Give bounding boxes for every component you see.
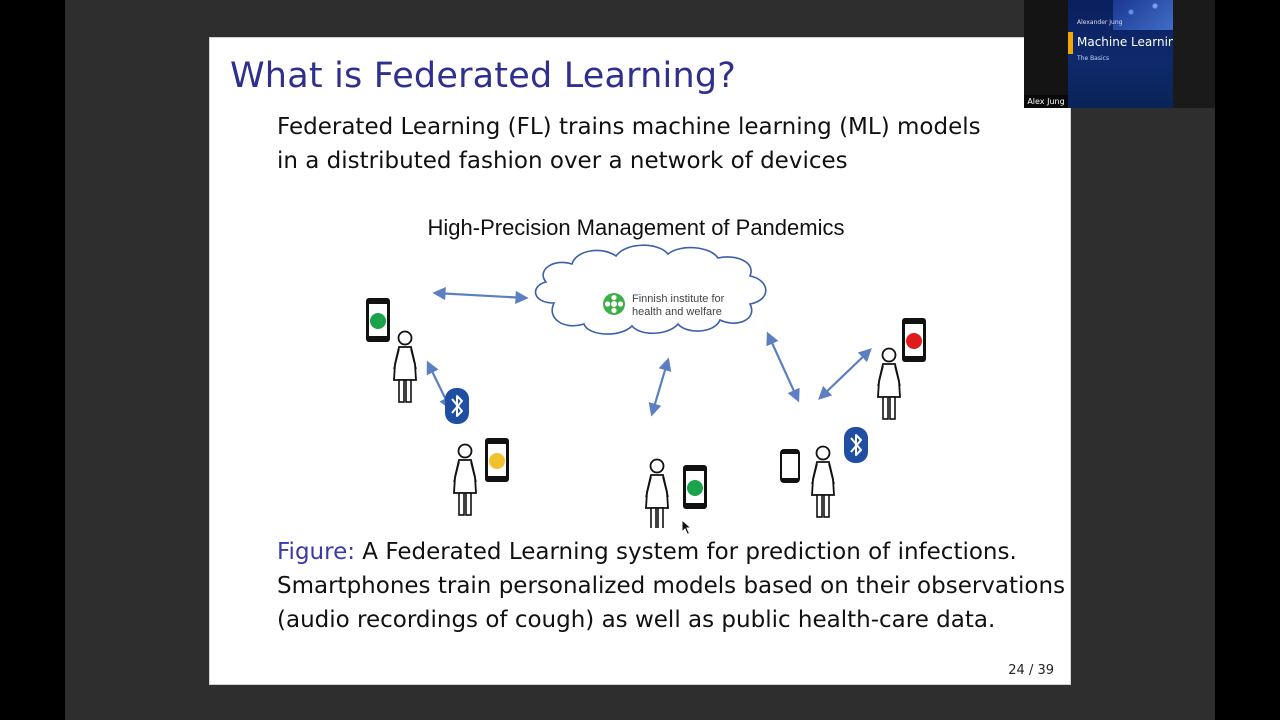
- book-subtitle: The Basics: [1077, 55, 1110, 62]
- book-cover-tile[interactable]: Alexander Jung Machine Learning The Basi…: [1068, 0, 1173, 108]
- org-name-line-2: health and welfare: [632, 306, 722, 318]
- link-bottom-cloud: [648, 357, 672, 417]
- mouse-cursor-icon: [681, 519, 693, 536]
- caption-line-2: Smartphones train personalized models ba…: [277, 573, 1066, 599]
- person-bottom-left: [453, 443, 477, 516]
- phone-red: [902, 318, 926, 362]
- caption-line-3: (audio recordings of cough) as well as p…: [277, 607, 996, 633]
- book-accent-bar: [1068, 32, 1073, 54]
- slide-title: What is Federated Learning?: [230, 56, 737, 96]
- figure-caption: Figure: A Federated Learning system for …: [277, 535, 1065, 637]
- webcam-tile-right[interactable]: [1173, 0, 1215, 108]
- figure-label: Figure:: [277, 539, 355, 565]
- figure-title: High-Precision Management of Pandemics: [428, 215, 845, 240]
- phone-yellow: [485, 438, 509, 482]
- link-right-cloud: [766, 331, 800, 403]
- cloud-server: [534, 244, 767, 335]
- person-top-left: [393, 330, 417, 403]
- intro-text: Federated Learning (FL) trains machine l…: [277, 110, 981, 178]
- webcam-name-label: Alex Jung: [1024, 95, 1068, 108]
- book-title: Machine Learning: [1077, 35, 1173, 49]
- phone-green-center: [683, 465, 707, 509]
- federated-learning-figure: High-Precision Management of Pandemics F…: [366, 215, 926, 528]
- person-bottom-center: [645, 458, 669, 528]
- slide-number: 24 / 39: [1008, 663, 1054, 678]
- org-name: Finnish institute for health and welfare: [632, 293, 727, 318]
- link-top-left-cloud: [432, 286, 529, 305]
- webcam-tile[interactable]: [1024, 0, 1068, 108]
- link-right-bluetooth: [818, 348, 872, 400]
- presentation-slide: What is Federated Learning? Federated Le…: [210, 38, 1070, 684]
- person-bottom-right: [811, 445, 835, 518]
- book-cover-art: [1113, 0, 1173, 30]
- phone-green-top-left: [366, 298, 390, 342]
- bluetooth-icon-right: [843, 426, 869, 464]
- phone-blank: [780, 449, 800, 483]
- bluetooth-icon: [444, 387, 470, 425]
- intro-line-1: Federated Learning (FL) trains machine l…: [277, 114, 981, 140]
- thl-logo-icon: [603, 293, 625, 315]
- book-author: Alexander Jung: [1077, 19, 1123, 26]
- person-top-right: [877, 347, 901, 420]
- org-name-line-1: Finnish institute for: [632, 293, 725, 305]
- intro-line-2: in a distributed fashion over a network …: [277, 148, 848, 174]
- caption-line-1: A Federated Learning system for predicti…: [362, 539, 1017, 565]
